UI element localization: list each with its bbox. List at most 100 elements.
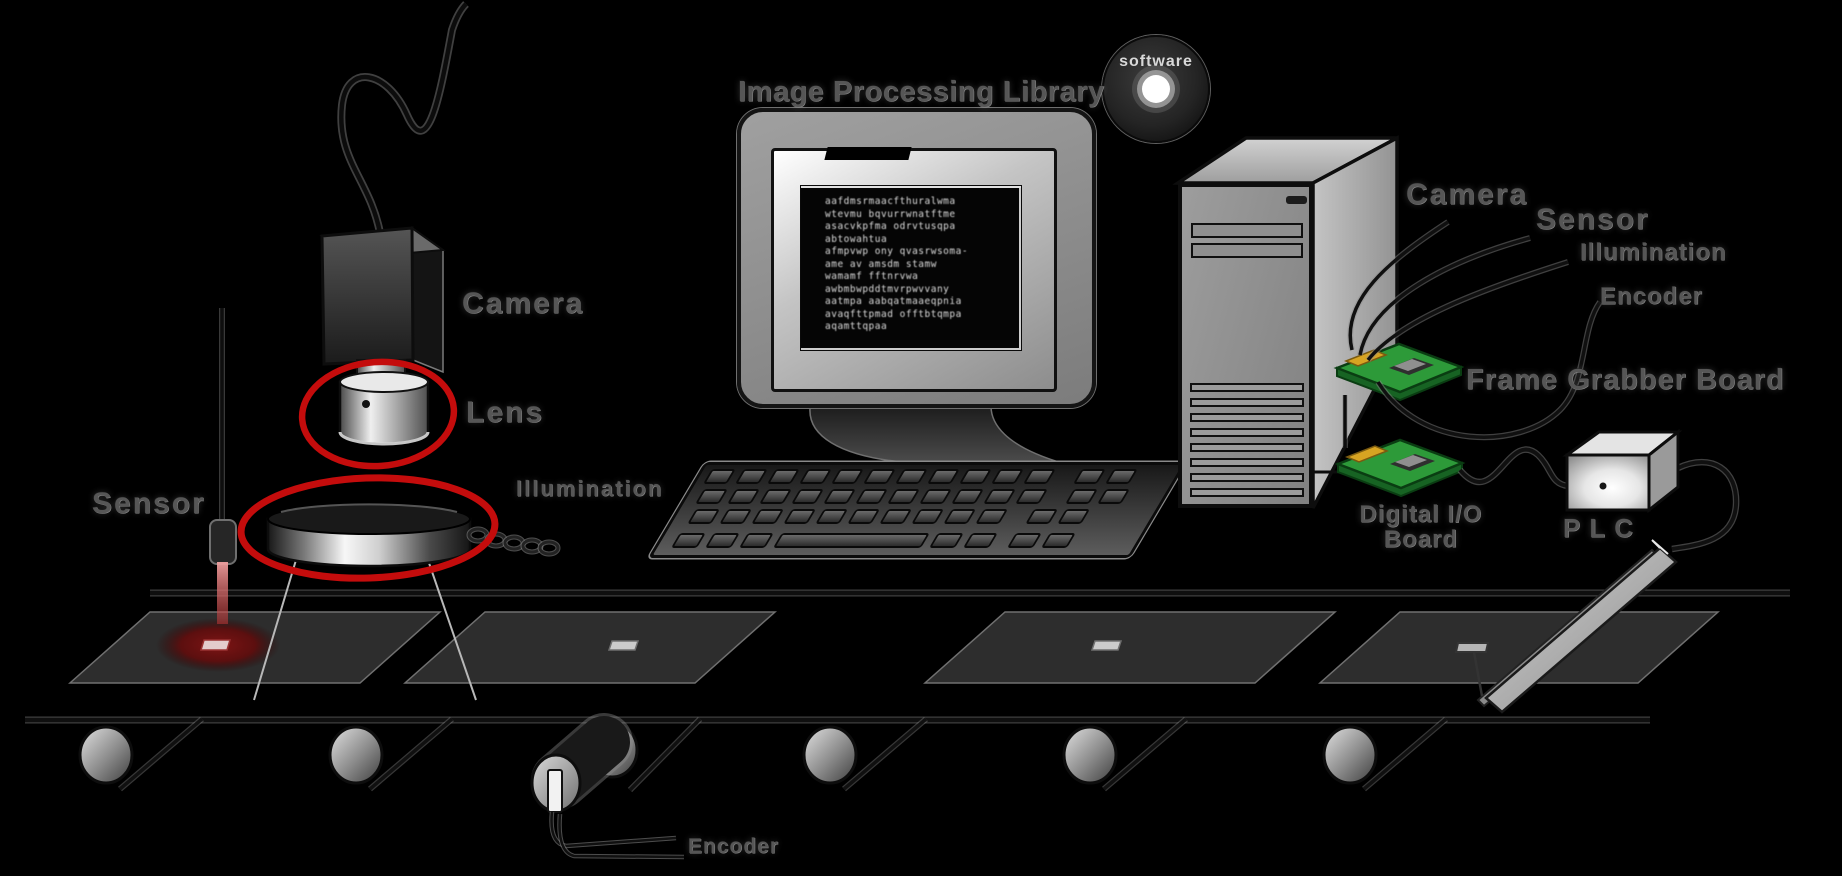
code-line: asacvkpfma odrvtusqpa — [825, 221, 956, 232]
diverter-blade — [1454, 539, 1678, 714]
vent-slot — [1190, 473, 1304, 482]
keyboard-key — [887, 489, 920, 504]
keyboard-key — [855, 489, 888, 504]
illumination-highlight-circle — [237, 474, 499, 582]
keyboard-key — [704, 533, 740, 548]
camera-cable — [337, 1, 469, 234]
code-line: afmpvwp ony qvasrwsoma- — [825, 246, 969, 257]
vent-slot — [1190, 488, 1304, 497]
roller — [78, 716, 204, 792]
vent-slot — [1190, 443, 1304, 452]
code-line: wtevmu bqvurrwnatftme — [825, 208, 956, 220]
sensor-body — [209, 519, 237, 565]
keyboard-key — [1040, 533, 1076, 548]
code-line: aqamttqpaa — [825, 321, 888, 332]
code-line: wamamf fftnrvwa — [825, 271, 919, 282]
keyboard-key — [926, 469, 960, 484]
conveyor-rollers — [78, 716, 1448, 792]
keyboard-key — [751, 509, 785, 524]
label-sensor-left: Sensor — [92, 487, 206, 520]
blade-foot — [1454, 642, 1490, 653]
label-image-processing-library: Image Processing Library — [738, 76, 1105, 108]
keyboard-key — [738, 533, 774, 548]
keyboard-key — [847, 509, 881, 524]
keyboard-key — [1097, 489, 1130, 504]
keyboard-key — [958, 469, 992, 484]
label-digital-io-board: Digital I/O Board — [1346, 502, 1496, 552]
code-line: abtowahtua — [825, 233, 888, 245]
keyboard-key — [1025, 509, 1059, 524]
roller — [1062, 716, 1188, 792]
keyboard-key — [919, 489, 952, 504]
camera-unit — [298, 226, 458, 470]
keyboard-key — [759, 489, 792, 504]
keyboard-key — [823, 489, 856, 504]
code-line: aatmpa aabqatmaaeqpnia — [825, 296, 962, 307]
keyboard-key — [862, 469, 896, 484]
keyboard-key — [734, 469, 768, 484]
power-slot — [1286, 196, 1307, 204]
plc-box — [1562, 428, 1683, 514]
label-encoder-right: Encoder — [1600, 283, 1704, 310]
vent-slot — [1190, 458, 1304, 467]
tower-pc — [1178, 183, 1313, 508]
keyboard-key — [695, 489, 728, 504]
label-digital-io-line2: Board — [1383, 526, 1459, 553]
keyboard-key — [928, 533, 964, 548]
code-line: aafdmsrmaacfthuralwma — [825, 196, 956, 207]
label-sensor-right: Sensor — [1536, 203, 1650, 236]
keyboard-key — [983, 489, 1016, 504]
plc-cables — [1457, 446, 1740, 553]
label-frame-grabber-board: Frame Grabber Board — [1466, 364, 1785, 396]
io-cables — [1347, 219, 1603, 441]
keyboard-key — [1072, 469, 1106, 484]
keyboard-key — [670, 533, 706, 548]
part-on-plate-1 — [199, 639, 232, 651]
shaft-encoder — [530, 713, 703, 860]
keyboard-key — [766, 469, 800, 484]
software-cd: software — [1102, 35, 1210, 143]
keyboard-key — [1015, 489, 1048, 504]
code-line: ame av amsdm stamw — [825, 258, 937, 270]
code-line: avaqfttpmad offtbtqmpa — [825, 308, 962, 320]
part-on-plate-3 — [1090, 640, 1123, 651]
ring-light — [266, 503, 472, 568]
label-camera-left: Camera — [462, 287, 585, 320]
roller — [328, 716, 454, 792]
keyboard-key — [894, 469, 928, 484]
vent-slot — [1190, 413, 1304, 422]
lens-highlight-circle — [298, 358, 458, 470]
keyboard-key — [702, 469, 736, 484]
keyboard-key — [1022, 469, 1056, 484]
keyboard-key — [951, 489, 984, 504]
digital-io-board — [1334, 438, 1466, 498]
label-lens: Lens — [466, 396, 545, 429]
vent-slot — [1190, 428, 1304, 437]
label-illumination-right: Illumination — [1580, 239, 1727, 266]
roller — [802, 716, 928, 792]
keyboard-key — [1057, 509, 1091, 524]
keyboard — [647, 462, 1187, 558]
sensor-beam — [217, 562, 228, 624]
drive-bay — [1191, 243, 1303, 258]
keyboard-key — [1006, 533, 1042, 548]
label-encoder-bottom: Encoder — [688, 835, 780, 858]
code-line: awbmbwpddtmvrpwvvany — [825, 283, 950, 295]
plate-2 — [403, 611, 777, 684]
keyboard-key — [719, 509, 753, 524]
keyboard-key — [911, 509, 945, 524]
keyboard-key — [990, 469, 1024, 484]
keyboard-key — [783, 509, 817, 524]
keyboard-key — [798, 469, 832, 484]
keyboard-key — [879, 509, 913, 524]
part-on-plate-2 — [607, 640, 640, 651]
keyboard-key — [962, 533, 998, 548]
encoder-wires — [549, 811, 685, 860]
light-cone — [253, 559, 477, 701]
